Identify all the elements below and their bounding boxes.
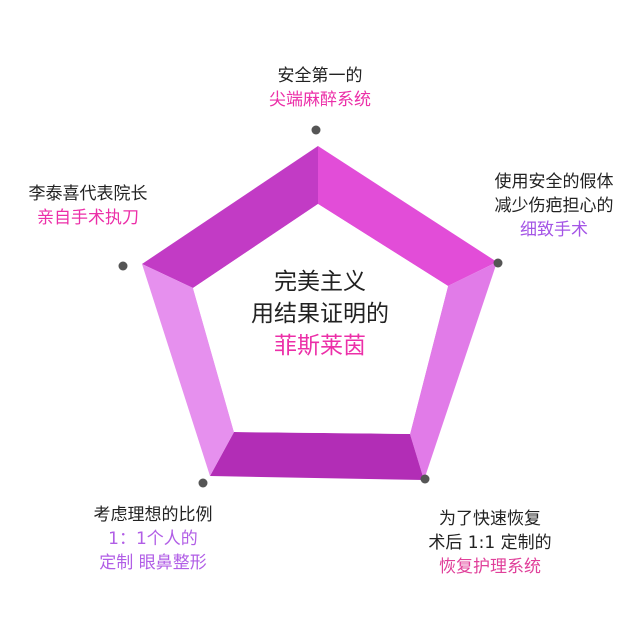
point-left-label: 李泰喜代表院长 亲自手术执刀 xyxy=(8,182,168,230)
vertex-dot-bottom-right xyxy=(420,474,430,484)
point-bottom-left-label: 考虑理想的比例 1：1个人的 定制 眼鼻整形 xyxy=(48,503,258,575)
point-right-line-3: 细致手术 xyxy=(520,220,588,240)
center-line-1: 完美主义 xyxy=(274,269,366,295)
point-bottom-right-line-3: 恢复护理系统 xyxy=(439,557,541,577)
vertex-dot-left xyxy=(118,261,128,271)
point-right-label: 使用安全的假体 减少伤疤担心的 细致手术 xyxy=(468,170,640,242)
point-bottom-right-line-2: 术后 1:1 定制的 xyxy=(428,533,552,553)
point-bottom-right-label: 为了快速恢复 术后 1:1 定制的 恢复护理系统 xyxy=(370,507,610,579)
facet-left xyxy=(142,264,234,476)
point-right-line-1: 使用安全的假体 xyxy=(494,172,614,192)
vertex-dot-top xyxy=(311,125,321,135)
point-left-line-1: 李泰喜代表院长 xyxy=(28,184,148,204)
point-right-line-2: 减少伤疤担心的 xyxy=(494,196,614,216)
facet-bottom xyxy=(210,432,424,480)
point-top-label: 安全第一的 尖端麻醉系统 xyxy=(240,64,400,112)
center-brand: 菲斯莱茵 xyxy=(274,333,366,359)
point-left-line-2: 亲自手术执刀 xyxy=(37,208,139,228)
inner-pentagon xyxy=(193,204,448,434)
vertex-dot-right xyxy=(493,258,503,268)
point-top-line-2: 尖端麻醉系统 xyxy=(269,90,371,110)
center-line-2: 用结果证明的 xyxy=(251,301,389,327)
point-bottom-right-line-1: 为了快速恢复 xyxy=(439,509,541,529)
point-bottom-left-line-1: 考虑理想的比例 xyxy=(93,505,213,525)
facet-right xyxy=(410,262,497,480)
facet-top-right xyxy=(318,146,497,286)
center-title: 完美主义 用结果证明的 菲斯莱茵 xyxy=(220,266,420,362)
point-bottom-left-line-2: 1：1个人的 xyxy=(108,529,198,549)
point-bottom-left-line-3: 定制 眼鼻整形 xyxy=(99,553,207,573)
facet-top-left xyxy=(142,146,318,288)
point-top-line-1: 安全第一的 xyxy=(277,66,363,86)
vertex-dot-bottom-left xyxy=(198,478,208,488)
